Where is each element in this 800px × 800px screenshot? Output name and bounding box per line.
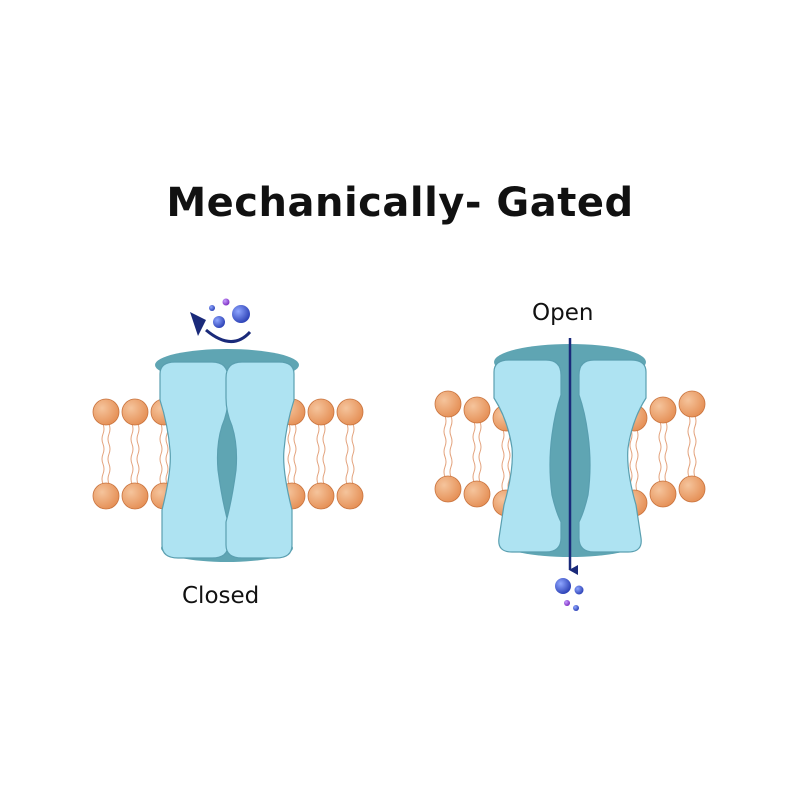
lipid-head xyxy=(336,398,364,426)
lipid-head xyxy=(678,390,706,418)
lipid-head xyxy=(92,398,120,426)
lipid-tail xyxy=(449,415,453,478)
closed-label: Closed xyxy=(182,583,260,609)
lipid-tail xyxy=(101,423,105,485)
lipid-head xyxy=(678,475,706,503)
lipid-tail xyxy=(693,415,697,478)
ion-large xyxy=(232,305,250,323)
lipid-tail xyxy=(687,415,691,478)
closed-ion-channel xyxy=(155,349,299,562)
lipid-tail xyxy=(658,421,662,483)
lipid-head xyxy=(434,475,462,503)
phospholipid xyxy=(434,390,462,503)
lipid-bilayer-left xyxy=(92,398,364,510)
lipid-tail xyxy=(635,429,639,492)
lipid-tail xyxy=(287,423,291,485)
lipid-tail xyxy=(165,423,169,485)
ion-small xyxy=(222,298,230,306)
lipid-tail xyxy=(316,423,320,485)
lipid-head xyxy=(463,396,491,424)
lipid-tail xyxy=(501,429,505,492)
open-channel-panel xyxy=(434,338,706,611)
ion-small xyxy=(209,305,215,311)
lipid-tail xyxy=(136,423,140,485)
curved-arrow-icon xyxy=(190,312,252,343)
lipid-tail xyxy=(629,429,633,492)
lipid-tail xyxy=(351,423,355,485)
lipid-tail xyxy=(664,421,668,483)
lipid-head xyxy=(121,398,149,426)
ion-small xyxy=(564,600,570,606)
lipid-head xyxy=(307,398,335,426)
ion-medium xyxy=(574,585,584,595)
lipid-tail xyxy=(159,423,163,485)
lipid-tail xyxy=(478,421,482,483)
lipid-head xyxy=(463,480,491,508)
phospholipid xyxy=(463,396,491,508)
ion-medium xyxy=(213,316,225,328)
ion-large xyxy=(555,578,571,594)
diagram-title: Mechanically- Gated xyxy=(166,180,634,226)
phospholipid xyxy=(678,390,706,503)
lipid-head xyxy=(307,482,335,510)
channel-subunit-right xyxy=(578,359,647,553)
lipid-head xyxy=(434,390,462,418)
closed-channel-panel xyxy=(92,298,364,562)
phospholipid xyxy=(121,398,149,510)
lipid-tail xyxy=(443,415,447,478)
lipid-tail xyxy=(107,423,111,485)
lipid-head xyxy=(92,482,120,510)
phospholipid xyxy=(649,396,677,508)
lipid-head xyxy=(121,482,149,510)
ion-small xyxy=(573,605,579,611)
channel-subunit-right xyxy=(225,361,295,559)
lipid-head xyxy=(336,482,364,510)
phospholipid xyxy=(336,398,364,510)
lipid-tail xyxy=(322,423,326,485)
lipid-tail xyxy=(293,423,297,485)
phospholipid xyxy=(307,398,335,510)
lipid-head xyxy=(649,396,677,424)
lipid-tail xyxy=(472,421,476,483)
lipid-tail xyxy=(507,429,511,492)
channel-subunit-left xyxy=(159,361,229,559)
phospholipid xyxy=(92,398,120,510)
open-label: Open xyxy=(532,300,594,326)
lipid-tail xyxy=(130,423,134,485)
channel-subunit-left xyxy=(493,359,562,553)
lipid-tail xyxy=(345,423,349,485)
lipid-head xyxy=(649,480,677,508)
